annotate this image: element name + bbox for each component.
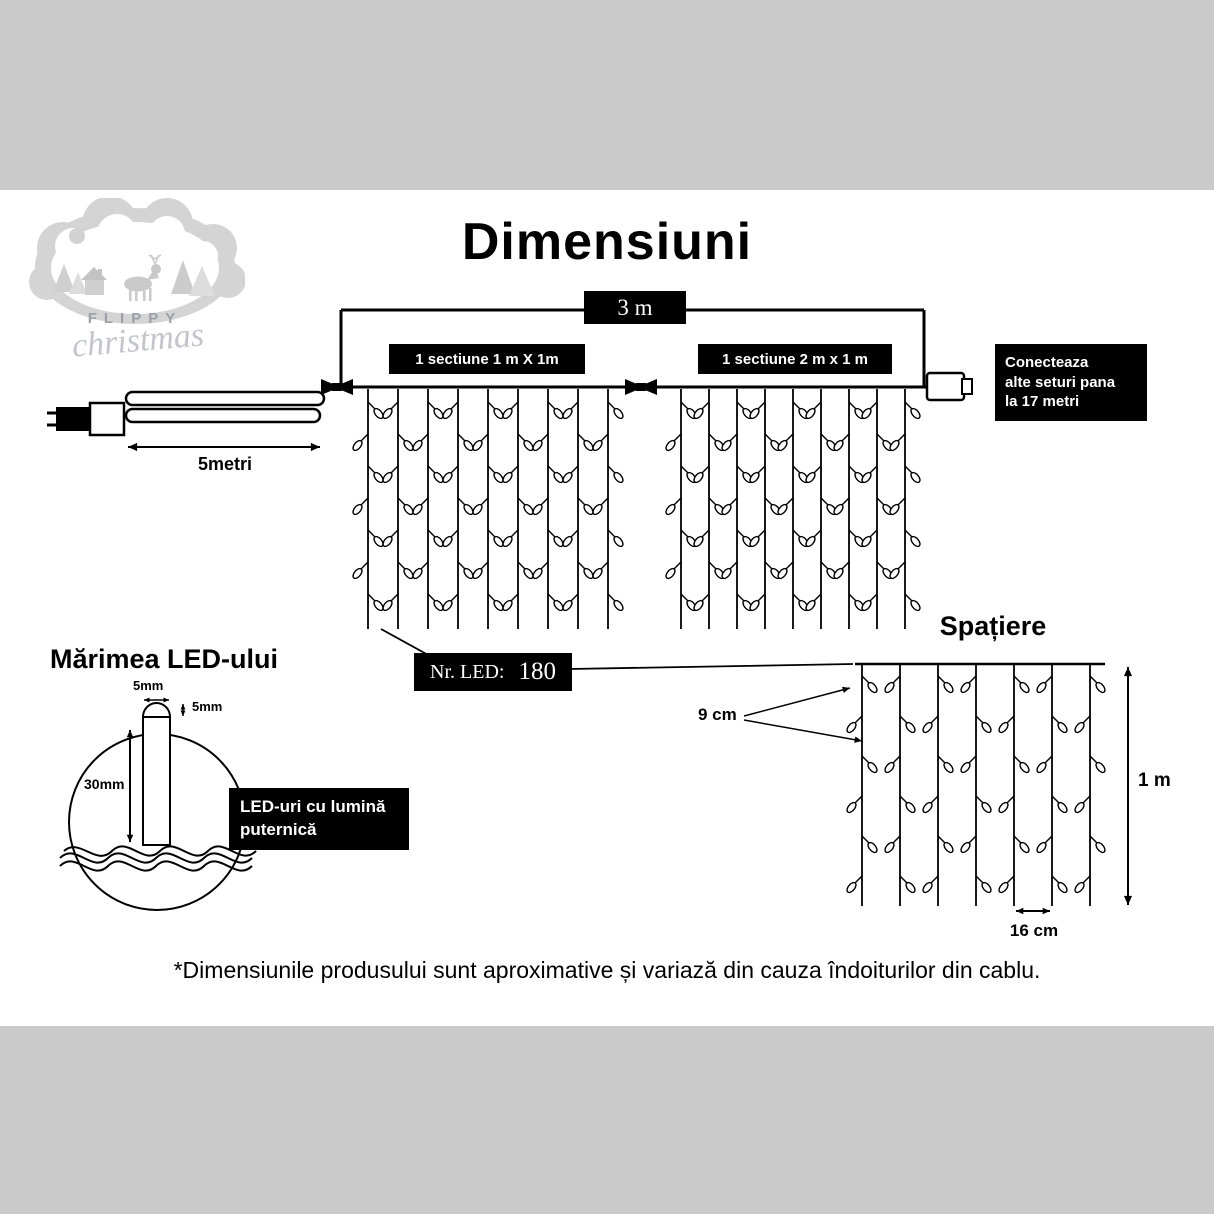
led-count-label: Nr. LED: bbox=[430, 660, 505, 683]
led-note-line1: LED-uri cu lumină bbox=[240, 797, 386, 816]
spacing-diagram-art bbox=[743, 662, 1133, 915]
connect-note-line2: alte seturi pana bbox=[1005, 373, 1116, 391]
connect-note-box: Conecteaza alte seturi pana la 17 metri bbox=[995, 344, 1147, 421]
led-size-art bbox=[59, 697, 257, 911]
logo-art bbox=[29, 198, 245, 324]
spacing-title: Spațiere bbox=[939, 611, 1047, 641]
led-note-line2: puternică bbox=[240, 819, 317, 839]
brand-logo: FLIPPY christmas bbox=[25, 198, 245, 383]
led-count-value: 180 bbox=[518, 658, 556, 685]
led-size-title: Mărimea LED-ului bbox=[50, 644, 279, 674]
led-note-box: LED-uri cu lumină puternică bbox=[229, 788, 409, 850]
section1-label-box: 1 sectiune 1 m X 1m bbox=[389, 344, 585, 374]
led-cap-label: 5mm bbox=[192, 699, 223, 714]
main-diagram bbox=[47, 308, 973, 670]
connect-note-line1: Conecteaza bbox=[1005, 354, 1089, 371]
logo-scene bbox=[53, 228, 215, 301]
lead-length-label: 5metri bbox=[197, 454, 253, 474]
led-length-label: 30mm bbox=[84, 776, 125, 792]
curtain-height-label: 1 m bbox=[1138, 770, 1171, 791]
footnote: *Dimensiunile produsului sunt aproximati… bbox=[173, 957, 1041, 983]
brand-name: FLIPPY bbox=[87, 310, 183, 327]
total-span-box: 3 m bbox=[584, 291, 686, 324]
led-width-label: 5mm bbox=[133, 678, 164, 693]
vertical-gap-label: 9 cm bbox=[698, 705, 737, 724]
curtain-2 bbox=[665, 389, 921, 629]
page-title: Dimensiuni bbox=[461, 213, 753, 271]
section2-label-box: 1 sectiune 2 m x 1 m bbox=[698, 344, 892, 374]
horizontal-gap-label: 16 cm bbox=[1009, 921, 1059, 940]
connect-note-line3: la 17 metri bbox=[1005, 393, 1080, 410]
curtain-1 bbox=[352, 389, 624, 629]
led-count-box: Nr. LED: 180 bbox=[414, 653, 572, 691]
